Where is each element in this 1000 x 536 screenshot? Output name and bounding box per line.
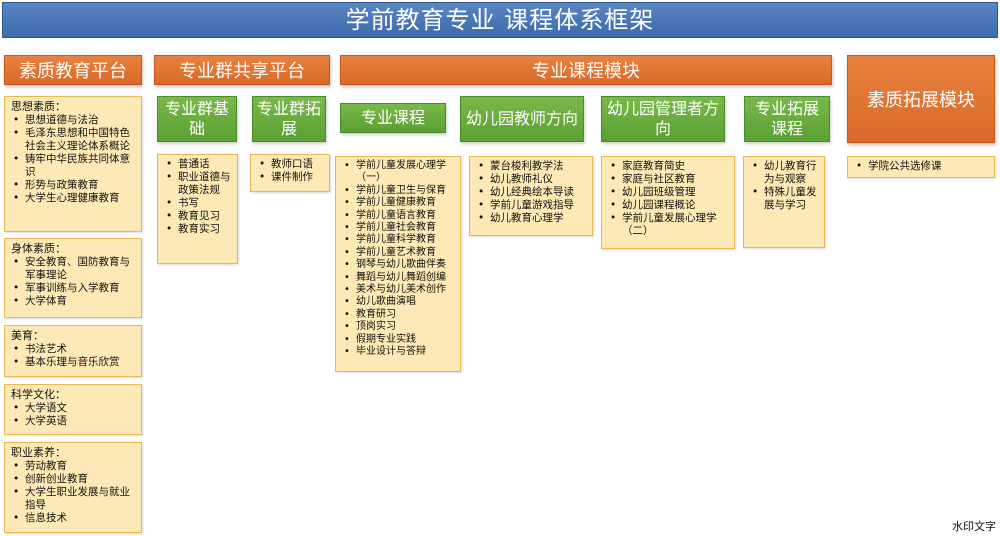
list-item: 美术与幼儿美术创作 [342, 284, 456, 297]
manager-direction-list: 家庭教育简史 家庭与社区教育 幼儿园班级管理 幼儿园课程概论 学前儿童发展心理学… [601, 156, 735, 249]
group-expand-header: 专业群拓展 [252, 96, 326, 142]
extend-course-header: 专业拓展课程 [744, 96, 830, 142]
list-item: 幼儿经典绘本导读 [476, 186, 588, 199]
list-item: 形势与政策教育 [11, 179, 137, 192]
list-item: 基本乐理与音乐欣赏 [11, 356, 137, 369]
list-item: 教育研习 [342, 309, 456, 322]
list-item: 书写 [164, 197, 233, 210]
list-item: 大学语文 [11, 402, 137, 415]
list-item: 信息技术 [11, 512, 137, 525]
list-item: 书法艺术 [11, 343, 137, 356]
list-item: 幼儿园课程概论 [608, 199, 730, 212]
list-item: 特殊儿童发展与学习 [750, 186, 820, 212]
list-item: 教育实习 [164, 223, 233, 236]
list-item: 创新创业教育 [11, 473, 137, 486]
list-item: 课件制作 [257, 171, 325, 184]
quality-group-culture: 科学文化： 大学语文 大学英语 [4, 384, 142, 435]
group-head: 身体素质： [11, 242, 66, 255]
list-item: 大学生职业发展与就业指导 [11, 486, 137, 512]
list-item: 舞蹈与幼儿舞蹈创编 [342, 272, 456, 285]
expand-module-header: 素质拓展模块 [847, 55, 995, 143]
list-item: 大学生心理健康教育 [11, 192, 137, 205]
list-item: 学院公共选修课 [854, 160, 990, 173]
list-item: 学前儿童发展心理学（一） [342, 160, 456, 185]
expand-module-list: 学院公共选修课 [847, 156, 995, 178]
list-item: 蒙台梭利教学法 [476, 160, 588, 173]
list-item: 幼儿教育心理学 [476, 212, 588, 225]
manager-direction-header: 幼儿园管理者方向 [601, 96, 725, 142]
list-item: 思想道德与法治 [11, 114, 137, 127]
page-title: 学前教育专业 课程体系框架 [2, 2, 998, 38]
group-expand-list: 教师口语 课件制作 [250, 154, 330, 192]
list-item: 钢琴与幼儿歌曲伴奏 [342, 259, 456, 272]
list-item: 学前儿童卫生与保育 [342, 185, 456, 198]
list-item: 学前儿童语言教育 [342, 210, 456, 223]
list-item: 学前儿童艺术教育 [342, 247, 456, 260]
group-head: 思想素质： [11, 100, 66, 113]
quality-platform-header: 素质教育平台 [4, 55, 142, 85]
list-item: 学前儿童社会教育 [342, 222, 456, 235]
watermark: 水印文字 [952, 520, 996, 533]
list-item: 毕业设计与答辩 [342, 346, 456, 359]
list-item: 假期专业实践 [342, 334, 456, 347]
major-course-header: 专业课程 [340, 103, 446, 133]
list-item: 幼儿教育行为与观察 [750, 160, 820, 186]
major-course-list: 学前儿童发展心理学（一） 学前儿童卫生与保育 学前儿童健康教育 学前儿童语言教育… [335, 156, 461, 372]
group-head: 美育： [11, 329, 44, 342]
list-item: 铸牢中华民族共同体意识 [11, 153, 137, 179]
extend-course-list: 幼儿教育行为与观察 特殊儿童发展与学习 [743, 156, 825, 248]
shared-platform-header: 专业群共享平台 [154, 55, 330, 85]
list-item: 大学英语 [11, 415, 137, 428]
list-item: 教育见习 [164, 210, 233, 223]
group-head: 职业素养： [11, 446, 66, 459]
list-item: 毛泽东思想和中国特色社会主义理论体系概论 [11, 127, 137, 153]
quality-group-physical: 身体素质： 安全教育、国防教育与军事理论 军事训练与入学教育 大学体育 [4, 238, 142, 318]
list-item: 家庭教育简史 [608, 160, 730, 173]
group-head: 科学文化： [11, 388, 66, 401]
list-item: 职业道德与政策法规 [164, 171, 233, 197]
group-basic-header: 专业群基础 [157, 96, 237, 142]
list-item: 教师口语 [257, 158, 325, 171]
list-item: 普通话 [164, 158, 233, 171]
quality-group-professional: 职业素养： 劳动教育 创新创业教育 大学生职业发展与就业指导 信息技术 [4, 442, 142, 533]
group-basic-list: 普通话 职业道德与政策法规 书写 教育见习 教育实习 [157, 154, 238, 264]
module-platform-header: 专业课程模块 [340, 55, 832, 85]
list-item: 学前儿童发展心理学（二） [608, 212, 730, 238]
list-item: 幼儿教师礼仪 [476, 173, 588, 186]
list-item: 安全教育、国防教育与军事理论 [11, 256, 137, 282]
list-item: 幼儿歌曲演唱 [342, 296, 456, 309]
list-item: 顶岗实习 [342, 321, 456, 334]
quality-group-aesthetic: 美育： 书法艺术 基本乐理与音乐欣赏 [4, 325, 142, 377]
list-item: 家庭与社区教育 [608, 173, 730, 186]
list-item: 军事训练与入学教育 [11, 282, 137, 295]
teacher-direction-list: 蒙台梭利教学法 幼儿教师礼仪 幼儿经典绘本导读 学前儿童游戏指导 幼儿教育心理学 [469, 156, 593, 236]
list-item: 大学体育 [11, 295, 137, 308]
list-item: 幼儿园班级管理 [608, 186, 730, 199]
list-item: 学前儿童健康教育 [342, 197, 456, 210]
list-item: 劳动教育 [11, 460, 137, 473]
list-item: 学前儿童科学教育 [342, 234, 456, 247]
teacher-direction-header: 幼儿园教师方向 [460, 96, 584, 142]
list-item: 学前儿童游戏指导 [476, 199, 588, 212]
quality-group-ideology: 思想素质： 思想道德与法治 毛泽东思想和中国特色社会主义理论体系概论 铸牢中华民… [4, 96, 142, 232]
